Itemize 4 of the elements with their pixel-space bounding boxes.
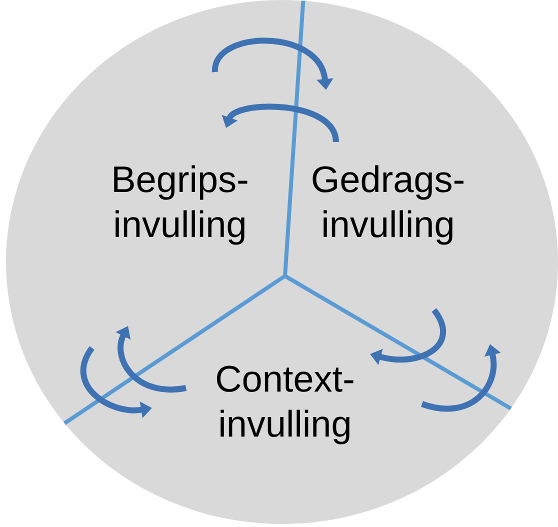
- sector-label: Gedrags- invulling: [312, 165, 464, 245]
- sector-label: Context- invulling: [216, 366, 354, 444]
- sector-label: Begrips- invulling: [114, 165, 248, 245]
- sector: [64, 276, 511, 524]
